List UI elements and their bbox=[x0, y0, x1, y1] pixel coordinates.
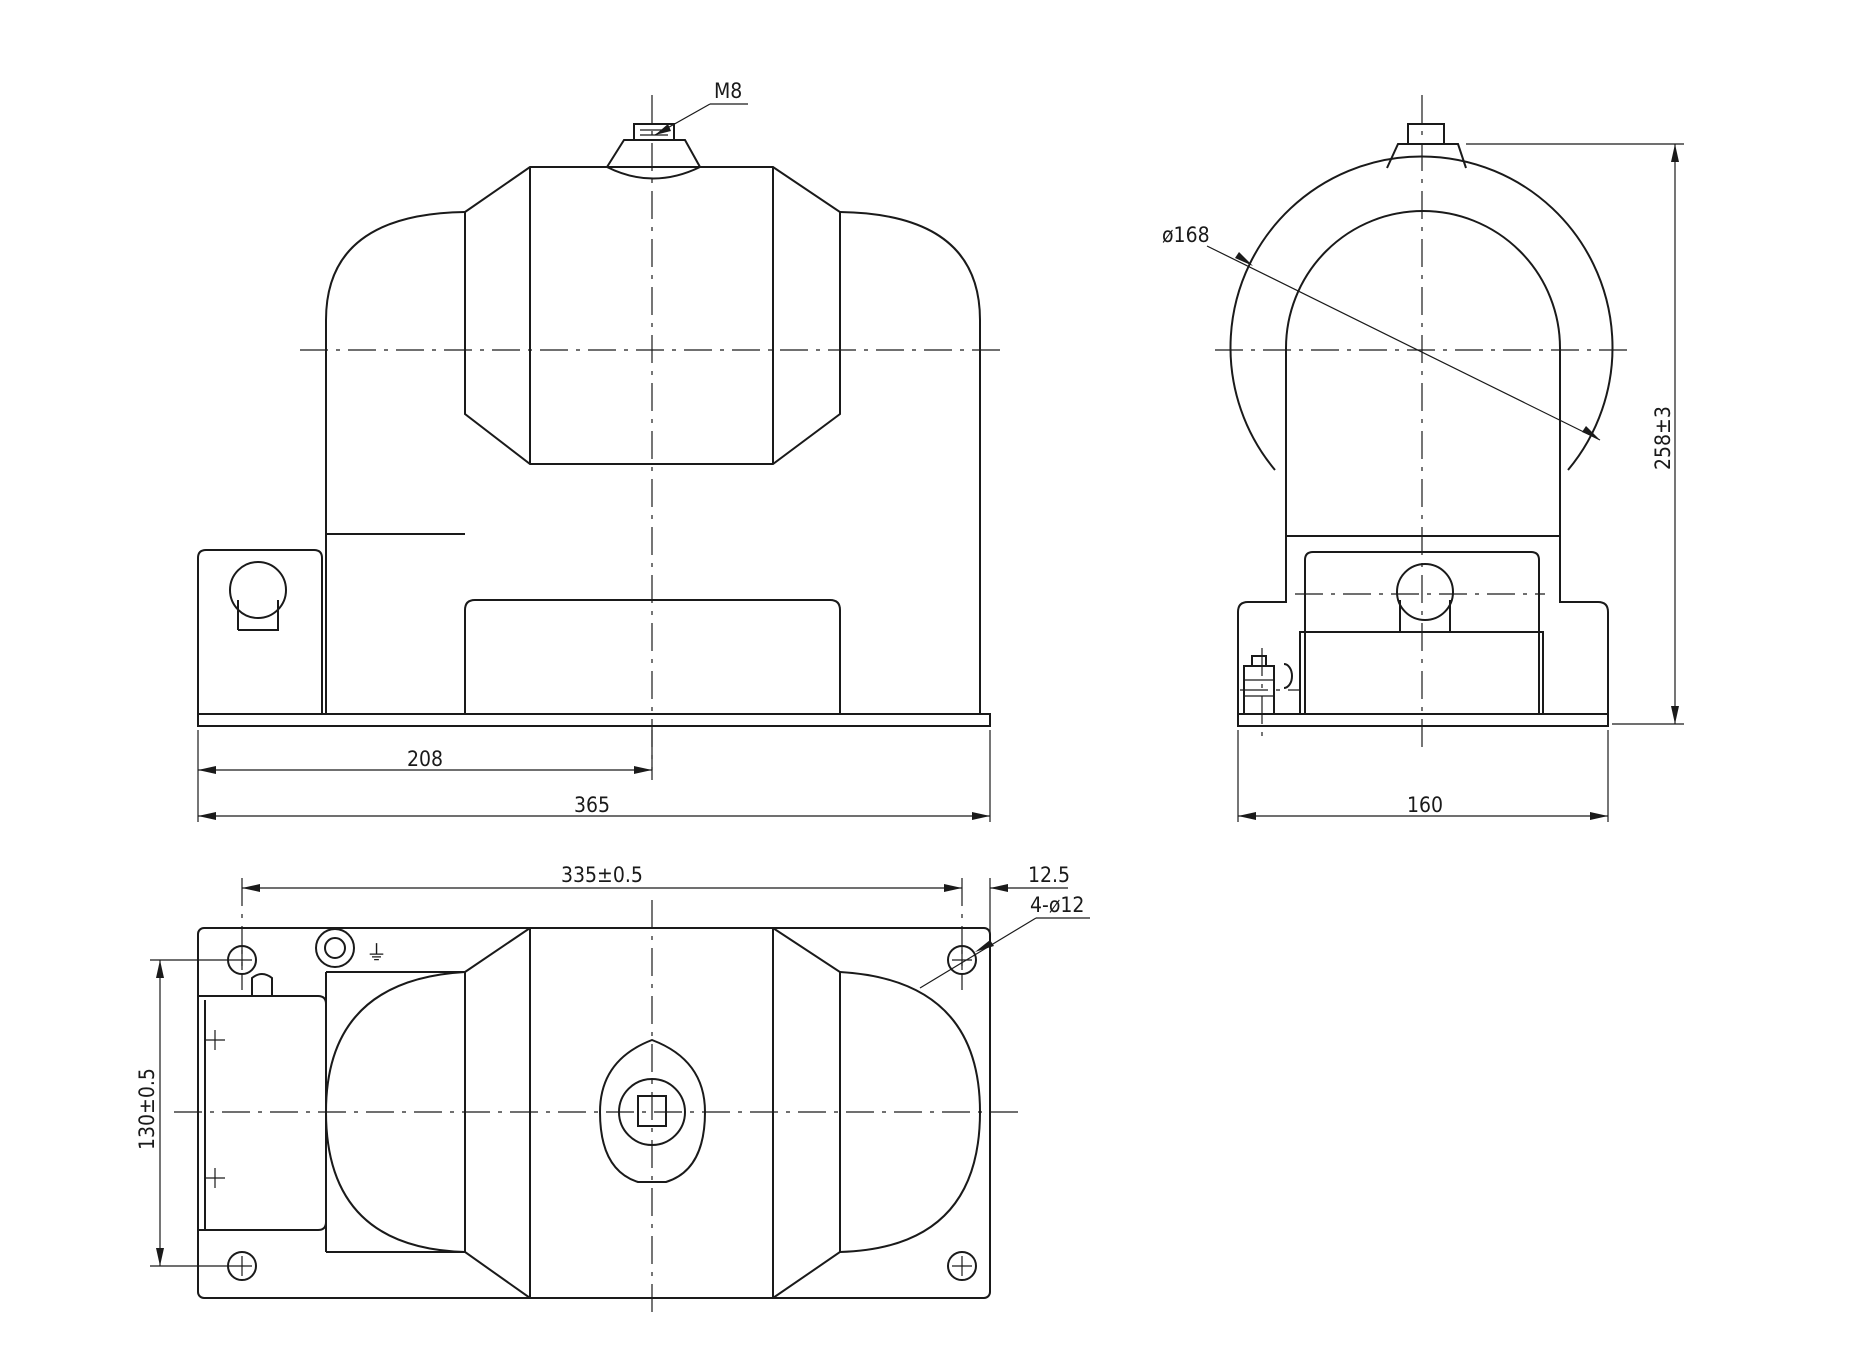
top-base-plate bbox=[197, 927, 991, 1299]
front-base-plate bbox=[197, 713, 991, 727]
diameter-arrow-2 bbox=[1582, 426, 1600, 440]
side-dimensions: 258±3 160 bbox=[1237, 143, 1684, 822]
arrow-208-r bbox=[634, 766, 652, 774]
ground-stud-outer bbox=[315, 928, 355, 968]
side-ground-lug bbox=[1283, 663, 1293, 689]
top-left-dome bbox=[324, 971, 466, 1253]
top-dimensions: 335±0.5 12.5 4-ø12 130±0.5 bbox=[135, 863, 1090, 1267]
label-diameter: ø168 bbox=[1162, 223, 1210, 247]
m8-leader-arrow bbox=[655, 124, 671, 135]
label-height: 258±3 bbox=[1651, 406, 1675, 470]
arrow-160-r bbox=[1590, 812, 1608, 820]
holes-leader-arrow bbox=[975, 940, 994, 952]
front-body-left-shoulder bbox=[325, 211, 466, 714]
side-inner-arch bbox=[1285, 210, 1561, 536]
label-335: 335±0.5 bbox=[561, 863, 643, 887]
front-view: M8 bbox=[197, 79, 1005, 770]
diameter-arrow-1 bbox=[1235, 252, 1253, 266]
label-m8: M8 bbox=[714, 79, 742, 103]
arrow-365-l bbox=[198, 812, 216, 820]
front-top-boss bbox=[605, 139, 702, 180]
label-365: 365 bbox=[574, 793, 610, 817]
top-center-boss bbox=[598, 1038, 707, 1183]
label-12-5: 12.5 bbox=[1028, 863, 1070, 887]
front-barrel bbox=[464, 166, 841, 465]
side-top-bolt bbox=[1407, 123, 1445, 145]
hole-crosshairs bbox=[232, 950, 972, 1276]
arrow-160-l bbox=[1238, 812, 1256, 820]
arrow-335-r bbox=[944, 884, 962, 892]
side-base-plate bbox=[1237, 713, 1609, 727]
top-barrel bbox=[464, 927, 841, 1299]
top-view: ⏚ bbox=[174, 878, 1020, 1318]
arrow-365-r bbox=[972, 812, 990, 820]
arrow-height-b bbox=[1671, 706, 1679, 724]
label-130: 130±0.5 bbox=[135, 1068, 159, 1150]
side-lower-base bbox=[1237, 535, 1609, 714]
front-terminal-circle bbox=[229, 561, 287, 619]
top-terminal-box bbox=[198, 995, 327, 1231]
side-ground-nut bbox=[1251, 655, 1267, 667]
front-top-bolt-head bbox=[633, 123, 675, 141]
diameter-leader bbox=[1206, 245, 1601, 441]
label-160: 160 bbox=[1407, 793, 1443, 817]
holes-leader bbox=[919, 917, 1037, 989]
arrow-130-b bbox=[156, 1248, 164, 1266]
top-left-housing bbox=[325, 971, 465, 1253]
terminal-markers bbox=[205, 1030, 225, 1188]
front-dimensions: 208 365 bbox=[197, 730, 991, 822]
side-view: ø168 bbox=[1162, 95, 1630, 750]
arrow-height-t bbox=[1671, 144, 1679, 162]
arrow-335-l bbox=[242, 884, 260, 892]
ground-stud-inner bbox=[324, 937, 346, 959]
front-body-right-shoulder bbox=[839, 211, 981, 714]
side-terminal-stem bbox=[1399, 600, 1451, 632]
hole-bottom-right bbox=[947, 1251, 977, 1281]
side-terminal-circle bbox=[1396, 563, 1454, 621]
label-208: 208 bbox=[407, 747, 443, 771]
top-lug bbox=[251, 973, 273, 996]
arrow-130-t bbox=[156, 960, 164, 978]
ground-symbol-icon: ⏚ bbox=[366, 941, 387, 965]
front-left-terminal-block bbox=[197, 549, 323, 714]
arrow-12-5 bbox=[990, 884, 1008, 892]
label-holes: 4-ø12 bbox=[1030, 893, 1084, 917]
arrow-208-l bbox=[198, 766, 216, 774]
